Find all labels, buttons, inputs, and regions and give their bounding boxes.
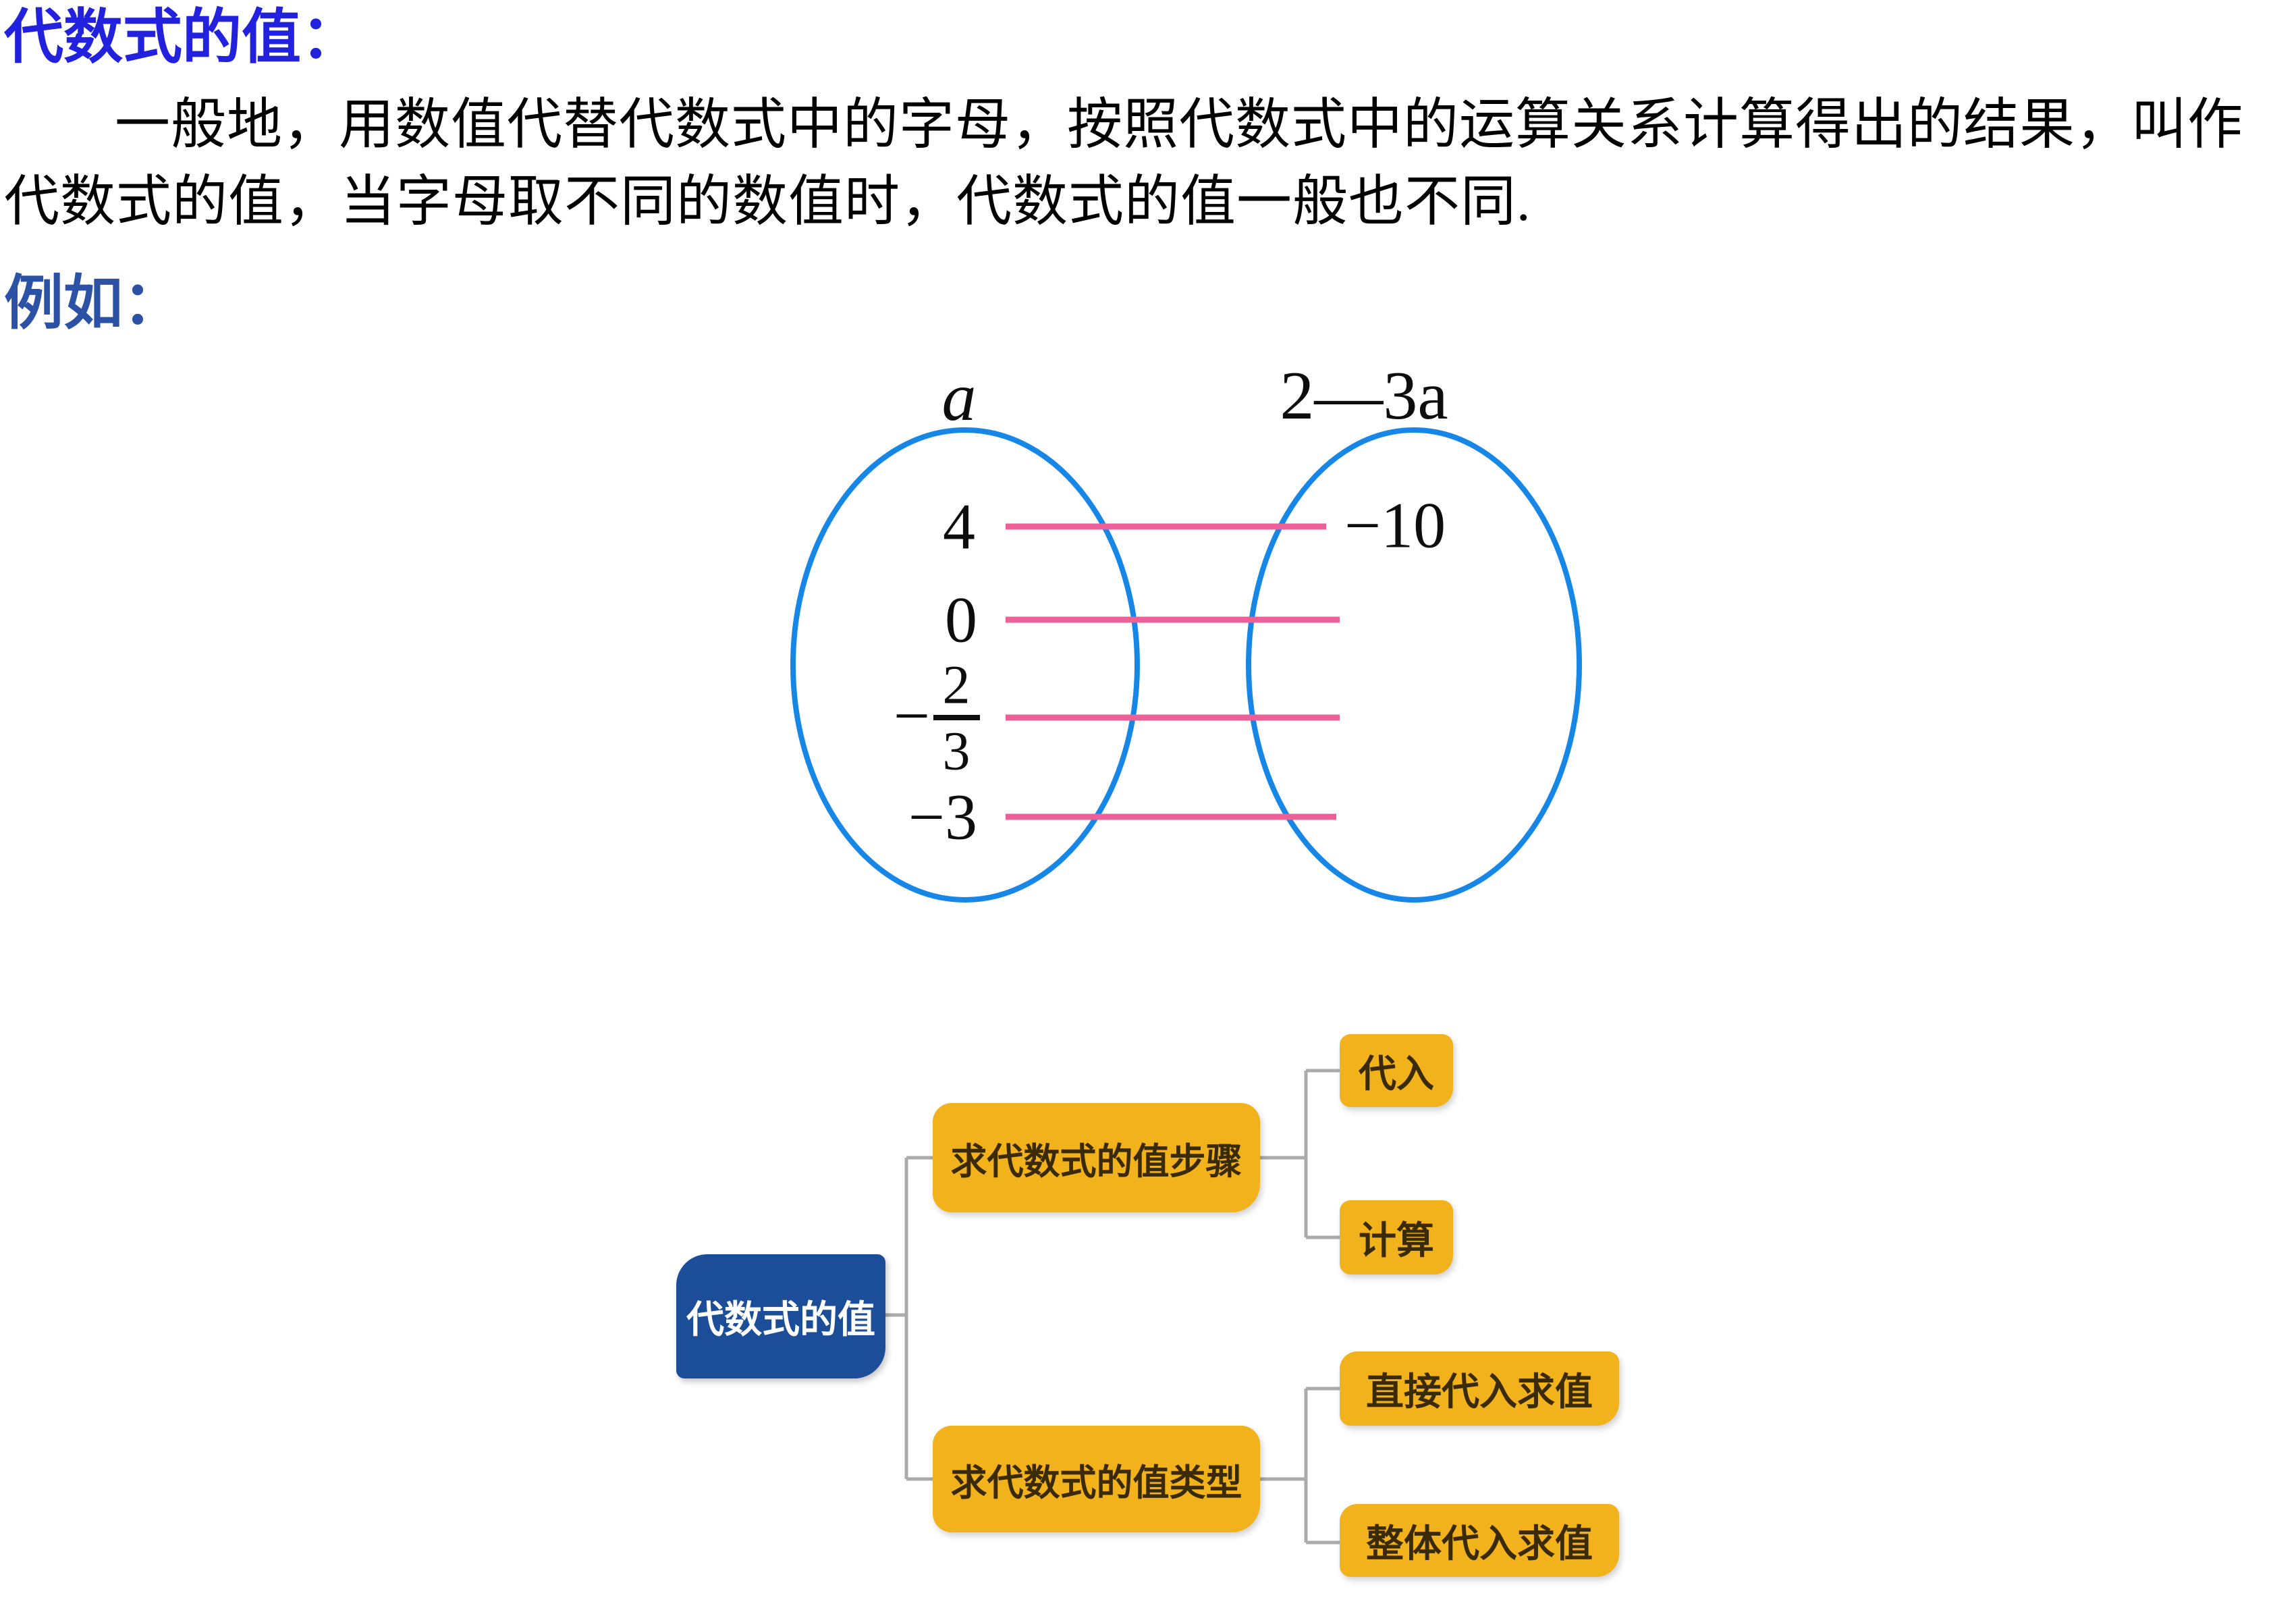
mindmap-branch-steps-node: 求代数式的值步骤 <box>933 1103 1260 1212</box>
mindmap-branch-types-node: 求代数式的值类型 <box>933 1426 1260 1532</box>
right-set-ellipse <box>1246 427 1582 903</box>
example-label: 例如： <box>4 271 183 337</box>
output-value-1: −10 <box>1344 489 1446 562</box>
mindmap-root-node: 代数式的值 <box>676 1254 885 1378</box>
mindmap-leaf-whole-substitution-label: 整体代入求值 <box>1366 1522 1593 1565</box>
mindmap-leaf-calculate-label: 计算 <box>1359 1218 1434 1262</box>
fraction-minus-sign: − <box>894 680 930 752</box>
left-set-ellipse <box>790 427 1140 903</box>
mindmap-leaf-substitute-label: 代入 <box>1359 1052 1434 1095</box>
mindmap-leaf-calculate-node: 计算 <box>1340 1200 1453 1274</box>
mindmap-root-label: 代数式的值 <box>686 1297 875 1341</box>
right-set-label: 2—3a <box>1280 358 1448 434</box>
set-mapping-diagram: a 2—3a 4 0 − 2 3 −3 −10 <box>790 358 1582 903</box>
input-value-2: 0 <box>945 584 977 656</box>
paragraph-line-1: 一般地，用数值代替代数式中的字母，按照代数式中的运算关系计算得出的结果，叫作 <box>115 94 2244 155</box>
mindmap-branch-steps-label: 求代数式的值步骤 <box>950 1141 1242 1182</box>
mindmap-branch-types-label: 求代数式的值类型 <box>950 1462 1242 1503</box>
input-value-1: 4 <box>943 491 975 563</box>
input-value-3-fraction: − 2 3 <box>894 654 980 782</box>
fraction-numerator: 2 <box>943 654 971 716</box>
page-title: 代数式的值： <box>4 3 361 70</box>
mindmap-leaf-whole-substitution-node: 整体代入求值 <box>1340 1504 1619 1577</box>
left-set-label: a <box>942 359 977 435</box>
mindmap-leaf-substitute-node: 代入 <box>1340 1034 1453 1107</box>
fraction-denominator: 3 <box>943 720 971 782</box>
mindmap-leaf-direct-substitution-label: 直接代入求值 <box>1366 1370 1593 1413</box>
mindmap-connectors <box>885 1069 1340 1545</box>
mindmap-leaf-direct-substitution-node: 直接代入求值 <box>1340 1351 1619 1426</box>
paragraph-line-2: 代数式的值，当字母取不同的数值时，代数式的值一般也不同. <box>4 171 1531 232</box>
input-value-4: −3 <box>908 781 977 853</box>
